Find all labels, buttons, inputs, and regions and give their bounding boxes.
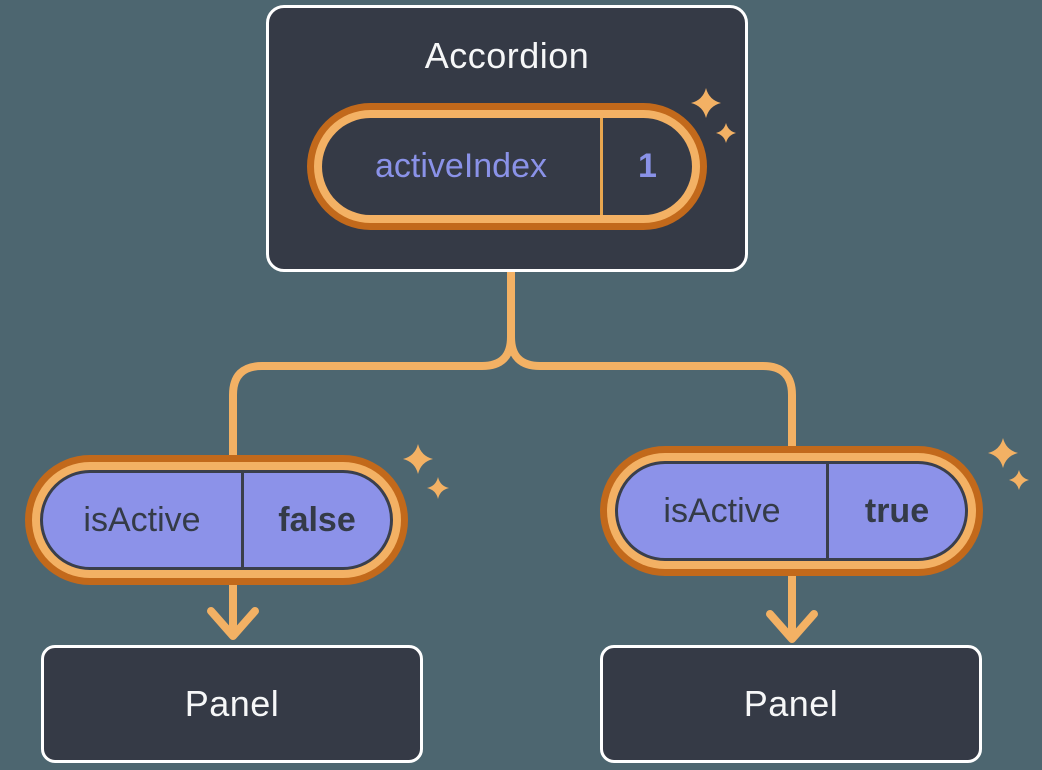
panel-component-box-left: Panel [41, 645, 423, 763]
state-pill-core: activeIndex 1 [322, 118, 692, 215]
prop-pill-outer-ring: isActive true [600, 446, 983, 576]
state-pill-activeindex: activeIndex 1 [307, 103, 707, 230]
arrow-down-icon [207, 607, 259, 640]
prop-pill-outer-ring: isActive false [25, 455, 408, 585]
prop-value: true [864, 491, 930, 530]
state-value: 1 [638, 147, 657, 185]
prop-pill-core: isActive true [615, 461, 968, 561]
state-pill-outer-ring: activeIndex 1 [307, 103, 707, 230]
state-pill-divider [600, 118, 603, 215]
prop-pill-divider [826, 464, 829, 558]
sparkle-icon [427, 477, 449, 499]
arrow-down-icon [766, 610, 818, 643]
prop-value: false [278, 500, 356, 539]
prop-pill-core: isActive false [40, 470, 393, 570]
state-pill-light-ring: activeIndex 1 [314, 110, 700, 223]
sparkle-icon [1009, 470, 1029, 490]
prop-name: isActive [83, 500, 201, 539]
panel-component-box-right: Panel [600, 645, 982, 763]
prop-pill-light-ring: isActive true [607, 453, 976, 569]
prop-pill-isactive-false: isActive false [25, 455, 408, 585]
state-name: activeIndex [375, 147, 547, 185]
accordion-title: Accordion [424, 35, 590, 76]
sparkle-icon [988, 438, 1018, 468]
prop-pill-isactive-true: isActive true [600, 446, 983, 576]
prop-name: isActive [663, 491, 781, 530]
prop-pill-light-ring: isActive false [32, 462, 401, 578]
